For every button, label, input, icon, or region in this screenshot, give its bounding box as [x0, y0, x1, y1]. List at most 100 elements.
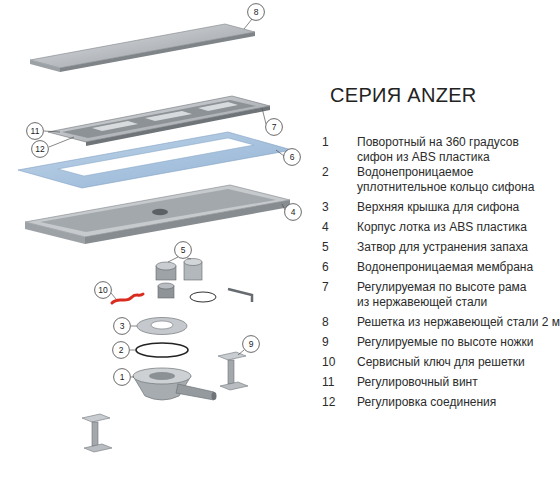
callout-number: 4	[284, 203, 302, 221]
membrane-opening	[58, 138, 254, 176]
leg-base	[84, 444, 112, 452]
callout-number-text: 1	[113, 368, 131, 386]
grate-edge	[60, 32, 255, 72]
leader-line	[187, 258, 191, 259]
list-number: 1	[322, 135, 352, 150]
cover-ring	[137, 318, 187, 335]
callout-circle	[266, 119, 283, 136]
membrane-sheet	[18, 132, 292, 188]
callout-number-text: 12	[31, 140, 49, 158]
leg-post	[228, 360, 234, 384]
part-description: Водонепроницаемая мембрана	[357, 260, 560, 275]
siphon-rim	[133, 368, 191, 384]
callout-circle	[248, 4, 265, 21]
callout-number: 5	[174, 241, 192, 259]
trap-cylinder-top	[184, 259, 202, 266]
siphon-outlet-end	[212, 392, 217, 400]
seal-ring	[136, 343, 188, 357]
leg-post	[92, 422, 98, 446]
part-description: Регулировочный винт	[357, 375, 560, 390]
frame-slot	[198, 102, 238, 111]
callout-number: 12	[31, 140, 49, 158]
drain-hole	[152, 209, 168, 215]
list-number: 7	[322, 280, 352, 295]
callout-circle	[285, 204, 302, 221]
part-description: Регулировка соединения	[357, 395, 560, 410]
list-number: 2	[322, 165, 352, 180]
callout-circle	[113, 342, 130, 359]
callout-number-text: 2	[112, 341, 130, 359]
callout-number-text: 3	[113, 317, 131, 335]
leg-plate	[218, 352, 246, 360]
part-description: Решетка из нержавеющей стали 2 мм	[357, 315, 560, 330]
part-description: Сервисный ключ для решетки	[357, 355, 560, 370]
leader-line	[44, 131, 60, 132]
callout-number: 10	[94, 281, 112, 299]
cover-hole	[151, 321, 173, 329]
callout-number-text: 10	[94, 281, 112, 299]
frame-slot	[145, 111, 192, 121]
list-number: 10	[322, 355, 352, 370]
callout-circle	[114, 369, 131, 386]
siphon-part	[133, 368, 217, 400]
callout-number-text: 5	[174, 241, 192, 259]
leader-line	[49, 137, 74, 147]
channel-part	[25, 185, 290, 244]
part-description: Водонепроницаемое уплотнительное кольцо …	[357, 165, 543, 195]
list-number: 8	[322, 315, 352, 330]
leader-line	[282, 204, 285, 210]
part-description: Регулируемые по высоте ножки	[357, 335, 560, 350]
leader-line	[238, 350, 244, 355]
callout-number: 11	[26, 122, 44, 140]
callout-number: 1	[113, 368, 131, 386]
odour-trap-part	[156, 259, 252, 303]
hex-key	[228, 289, 252, 302]
part-description: Верхняя крышка для сифона	[357, 200, 560, 215]
callout-number: 8	[247, 3, 265, 21]
leader-line	[168, 257, 178, 262]
siphon-inlet	[149, 372, 175, 380]
callout-number: 3	[113, 317, 131, 335]
list-number: 4	[322, 220, 352, 235]
callout-number-text: 7	[265, 118, 283, 136]
channel-side	[85, 200, 290, 244]
callout-number: 2	[112, 341, 130, 359]
callout-number-text: 8	[247, 3, 265, 21]
list-number: 3	[322, 200, 352, 215]
callout-number: 9	[242, 335, 260, 353]
leader-line	[262, 108, 266, 124]
callout-circle	[284, 149, 301, 166]
leader-lines	[44, 19, 285, 377]
grate-part	[30, 24, 255, 72]
grate-top	[30, 24, 255, 68]
callout-circle	[175, 242, 192, 259]
diagram-title: СЕРИЯ ANZER	[330, 84, 477, 107]
callout-number: 6	[283, 148, 301, 166]
callout-circle	[95, 282, 112, 299]
frame-slot	[92, 121, 138, 131]
grate-side	[30, 60, 60, 72]
leg-plate	[82, 414, 110, 422]
callout-number-text: 9	[242, 335, 260, 353]
leader-line	[276, 150, 284, 156]
callout-number-text: 11	[26, 122, 44, 140]
callout-circle	[114, 318, 131, 335]
part-description: Затвор для устранения запаха	[357, 240, 560, 255]
callout-circle	[32, 141, 49, 158]
trap-cylinder-top	[158, 283, 174, 289]
list-number: 6	[322, 260, 352, 275]
list-number: 11	[322, 375, 352, 390]
leader-line	[131, 377, 134, 378]
callout-circle	[27, 123, 44, 140]
leader-line	[244, 19, 252, 29]
cover-part	[137, 318, 187, 335]
list-number: 12	[322, 395, 352, 410]
callout-number-text: 6	[283, 148, 301, 166]
leader-line	[111, 293, 116, 299]
part-description: Регулируемая по высоте рама из нержавеющ…	[357, 280, 536, 310]
list-number: 5	[322, 240, 352, 255]
part-description: Корпус лотка из ABS пластика	[357, 220, 560, 235]
service-key	[112, 294, 143, 303]
callout-circle	[243, 336, 260, 353]
